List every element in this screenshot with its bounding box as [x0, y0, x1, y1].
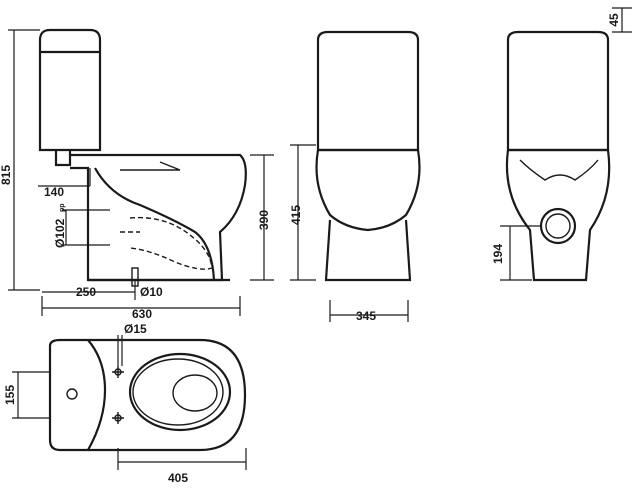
dim-outlet-to-wall: 250	[76, 285, 96, 299]
dim-trap-height: 140	[44, 185, 64, 199]
dim-total-height: 815	[0, 165, 13, 185]
dim-lid-gap: 45	[607, 13, 621, 27]
dim-fixing-spacing: 155	[3, 385, 17, 405]
dim-outlet-diameter: Ø102	[53, 218, 67, 248]
dim-fixing-hole-top: Ø15	[124, 322, 147, 336]
dim-rear-outlet-height: 194	[491, 244, 505, 264]
dim-front-seat-height: 415	[289, 205, 303, 225]
dim-front-width: 345	[356, 309, 376, 323]
side-view	[8, 28, 274, 316]
dim-fixing-hole: Ø10	[140, 285, 163, 299]
dim-outlet-diameter-suffix: pp	[59, 203, 66, 212]
front-view	[290, 30, 421, 322]
rear-view	[500, 7, 632, 282]
dim-fixing-to-front: 405	[168, 471, 188, 485]
dim-bowl-height: 390	[257, 210, 271, 230]
dim-total-depth: 630	[132, 307, 152, 321]
top-view	[12, 335, 247, 470]
